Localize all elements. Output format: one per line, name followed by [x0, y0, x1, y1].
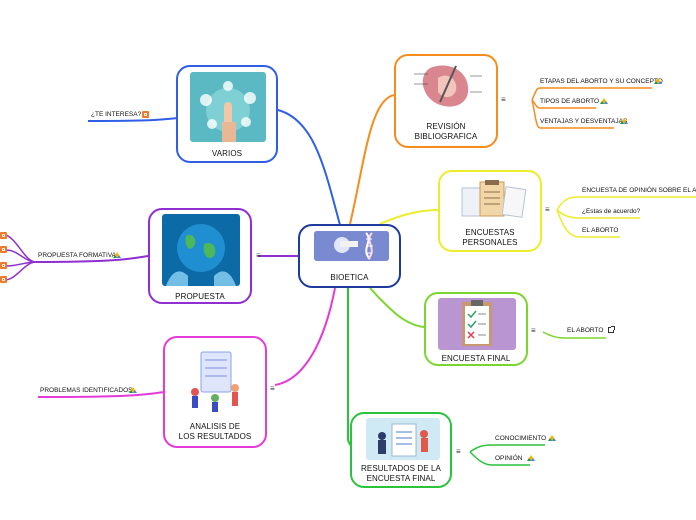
leaf-problemas-identificados[interactable]: PROBLEMAS IDENTIFICADOS — [40, 387, 133, 394]
node-propuesta-label: PROPUESTA — [175, 292, 225, 301]
node-revision-label-1: REVISIÓN — [426, 122, 466, 131]
blogger-icon-2[interactable] — [0, 246, 7, 253]
results-image — [366, 418, 440, 460]
google-drive-icon[interactable] — [620, 118, 628, 126]
leaf-conocimiento[interactable]: CONOCIMIENTO — [495, 435, 547, 442]
central-node-label: BIOETICA — [330, 273, 369, 282]
leaf-te-interesa[interactable]: ¿TE INTERESA? — [91, 111, 142, 118]
node-varios-label: VARIOS — [211, 149, 243, 158]
node-encuesta-final[interactable]: ENCUESTA FINAL — [424, 292, 528, 366]
node-encuesta-final-label: ENCUESTA FINAL — [441, 354, 511, 363]
leaf-etapas-del-aborto[interactable]: ETAPAS DEL ABORTO Y SU CONCEPTO — [540, 78, 663, 85]
node-propuesta[interactable]: PROPUESTA — [148, 208, 252, 304]
node-encuestas-personales[interactable]: ENCUESTAS PERSONALES — [438, 170, 542, 252]
touch-apps-image — [190, 72, 266, 142]
encuesta-final-collapse-icon[interactable]: ≡ — [531, 326, 536, 335]
node-resultados-label-2: ENCUESTA FINAL — [366, 474, 436, 483]
node-resultados[interactable]: RESULTADOS DE LA ENCUESTA FINAL — [350, 412, 452, 488]
link-problemas — [37, 391, 165, 398]
node-revision-bibliografica[interactable]: REVISIÓN BIBLIOGRAFICA — [394, 54, 498, 148]
leaf-tipos-de-aborto[interactable]: TIPOS DE ABORTO — [540, 98, 599, 105]
link-propuesta-formativa — [35, 255, 149, 263]
blogger-icon[interactable] — [142, 111, 149, 118]
link-encuestas — [379, 209, 439, 225]
leaf-el-aborto[interactable]: EL ABORTO — [582, 227, 619, 234]
link-varios — [277, 109, 341, 226]
central-node-bioetica[interactable]: BIOETICA — [298, 224, 401, 288]
node-encuestas-label-1: ENCUESTAS — [465, 228, 515, 237]
anatomy-diagram-image — [410, 62, 486, 112]
node-resultados-label-1: RESULTADOS DE LA — [361, 464, 441, 473]
checklist-image — [438, 298, 516, 350]
analisis-collapse-icon[interactable]: ≡ — [270, 384, 275, 393]
node-revision-label-2: BIBLIOGRAFICA — [414, 132, 478, 141]
leaf-propuesta-formativa[interactable]: PROPUESTA FORMATIVA — [38, 252, 117, 259]
google-drive-icon[interactable] — [654, 78, 662, 86]
google-drive-icon[interactable] — [527, 455, 535, 463]
encuestas-collapse-icon[interactable]: ≡ — [545, 205, 550, 214]
link-te-interesa — [87, 117, 179, 122]
propuesta-collapse-icon[interactable]: ≡ — [256, 251, 261, 260]
link-analisis — [274, 287, 336, 386]
link-revision — [349, 94, 395, 225]
analysis-illustration — [187, 348, 245, 414]
google-drive-icon[interactable] — [113, 252, 121, 260]
node-analisis-label-1: ANALISIS DE — [189, 422, 241, 431]
leaf-el-aborto-link[interactable]: EL ABORTO — [567, 327, 604, 334]
google-drive-icon[interactable] — [548, 435, 556, 443]
google-drive-icon[interactable] — [600, 98, 608, 106]
earth-globe-image — [162, 214, 240, 286]
leaf-estas-de-acuerdo[interactable]: ¿Estas de acuerdo? — [582, 208, 641, 215]
leaf-ventajas-desventajas[interactable]: VENTAJAS Y DESVENTAJAS — [540, 118, 628, 125]
revision-collapse-icon[interactable]: ≡ — [501, 95, 506, 104]
survey-forms-image — [456, 178, 528, 220]
resultados-collapse-icon[interactable]: ≡ — [456, 447, 461, 456]
leaf-opinion[interactable]: OPINIÓN — [495, 455, 523, 462]
blogger-icon-4[interactable] — [0, 276, 7, 283]
link-encuesta-final — [369, 287, 425, 328]
blogger-icon-3[interactable] — [0, 262, 7, 269]
dna-lab-image — [314, 231, 389, 261]
leaf-encuesta-opinion[interactable]: ENCUESTA DE OPINIÓN SOBRE EL ABORTO — [582, 187, 696, 194]
node-analisis[interactable]: ANALISIS DE LOS RESULTADOS — [163, 336, 267, 448]
node-encuestas-label-2: PERSONALES — [462, 238, 518, 247]
google-drive-icon[interactable] — [129, 387, 137, 395]
node-analisis-label-2: LOS RESULTADOS — [178, 432, 252, 441]
node-varios[interactable]: VARIOS — [176, 65, 278, 163]
external-link-icon[interactable] — [608, 326, 615, 333]
blogger-icon-1[interactable] — [0, 232, 7, 239]
